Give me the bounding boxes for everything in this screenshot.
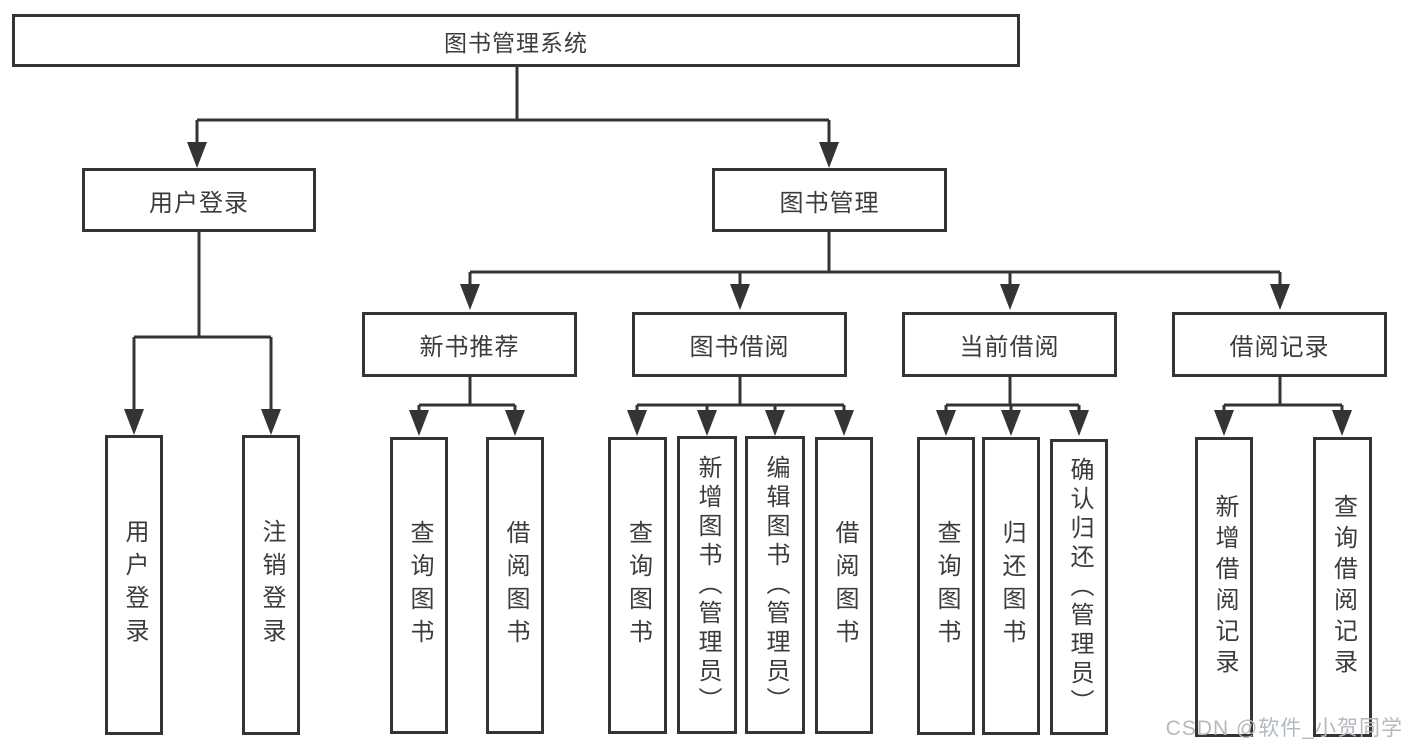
node-borrow-records: 借阅记录 — [1172, 312, 1387, 377]
node-label: 借阅图书 — [502, 519, 529, 652]
node-root: 图书管理系统 — [12, 14, 1020, 67]
node-label: 新增图书（管理员） — [694, 454, 721, 716]
node-label: 注销登录 — [258, 519, 285, 651]
node-label: 查询图书 — [624, 519, 652, 652]
node-label: 确认归还（管理员） — [1066, 456, 1093, 718]
leaf-br-query-record: 查询借阅记录 — [1313, 437, 1372, 737]
node-current-borrow: 当前借阅 — [902, 312, 1117, 377]
node-label: 图书管理 — [779, 189, 880, 217]
leaf-bb-borrow-book: 借阅图书 — [815, 437, 873, 734]
leaf-bb-add-book: 新增图书（管理员） — [677, 436, 737, 734]
leaf-bb-query-book: 查询图书 — [608, 437, 667, 734]
node-label: 查询图书 — [406, 519, 433, 652]
leaf-rec-borrow-book: 借阅图书 — [486, 437, 544, 734]
node-label: 图书借阅 — [689, 334, 790, 361]
node-label: 查询图书 — [933, 520, 960, 652]
node-label: 新书推荐 — [419, 334, 520, 361]
leaf-user-login: 用户登录 — [105, 435, 163, 735]
node-book-management: 图书管理 — [712, 168, 947, 232]
leaf-cb-confirm-return: 确认归还（管理员） — [1050, 439, 1108, 735]
node-label: 借阅图书 — [831, 519, 858, 652]
leaf-cb-query-book: 查询图书 — [917, 437, 975, 735]
node-label: 用户登录 — [121, 519, 148, 651]
node-label: 借阅记录 — [1229, 334, 1330, 361]
node-label: 当前借阅 — [959, 334, 1060, 361]
node-book-borrow: 图书借阅 — [632, 312, 847, 377]
leaf-cb-return-book: 归还图书 — [982, 437, 1040, 735]
node-label: 查询借阅记录 — [1329, 494, 1357, 680]
leaf-bb-edit-book: 编辑图书（管理员） — [745, 436, 805, 734]
leaf-br-add-record: 新增借阅记录 — [1195, 437, 1253, 737]
node-user-login: 用户登录 — [82, 168, 316, 232]
tree-lines — [132, 67, 1344, 414]
arrowheads — [124, 142, 1352, 436]
leaf-rec-query-book: 查询图书 — [390, 437, 448, 734]
node-label: 用户登录 — [149, 189, 249, 217]
node-label: 编辑图书（管理员） — [762, 454, 789, 716]
leaf-logout: 注销登录 — [242, 435, 300, 735]
watermark: CSDN @软件_小贺同学 — [1165, 717, 1403, 740]
node-new-book-recommend: 新书推荐 — [362, 312, 577, 377]
node-label: 图书管理系统 — [444, 29, 588, 56]
node-label: 归还图书 — [998, 520, 1025, 652]
node-label: 新增借阅记录 — [1211, 494, 1238, 680]
